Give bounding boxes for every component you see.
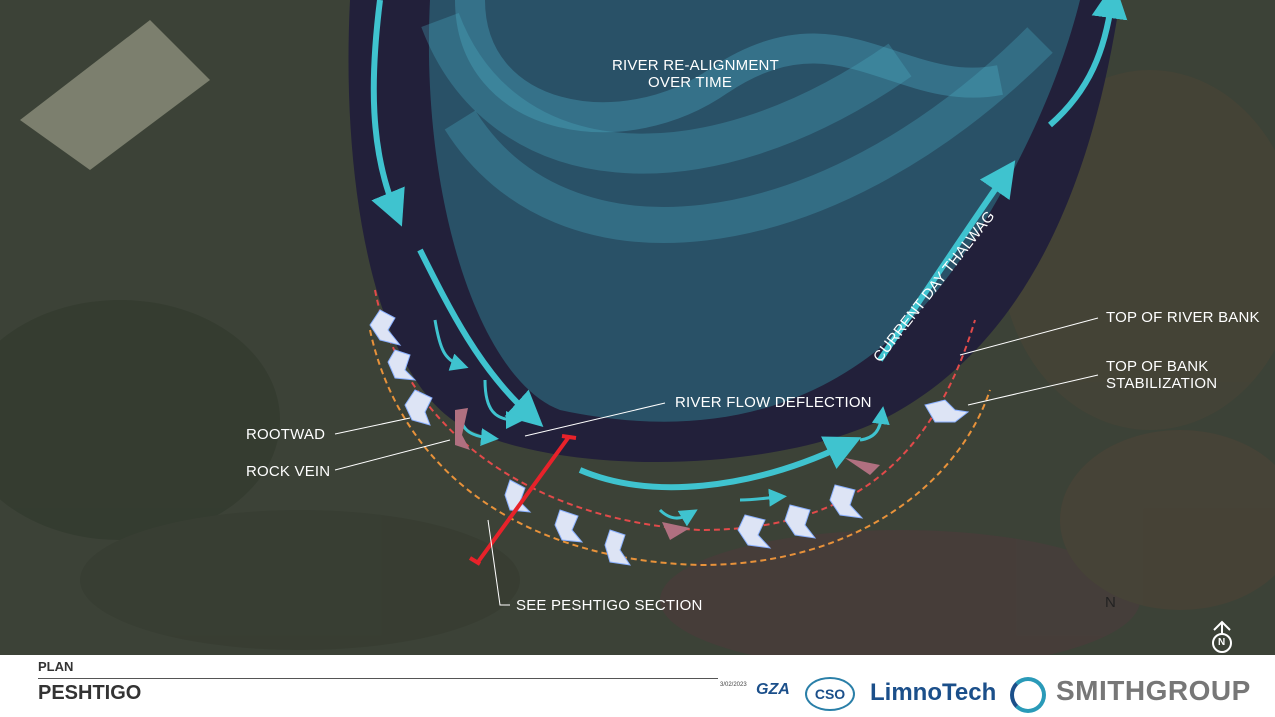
gza-logo: GZA <box>756 681 790 698</box>
top-of-bank-stabilization-line <box>369 329 991 567</box>
see-section-label: SEE PESHTIGO SECTION <box>516 597 703 614</box>
flow-deflection-label: RIVER FLOW DEFLECTION <box>675 394 872 411</box>
leader-lines <box>334 317 1099 606</box>
rootwads <box>369 309 970 566</box>
north-arrow-letter: N <box>1218 637 1226 648</box>
facility-pad <box>20 20 210 170</box>
cso-logo: CSO <box>805 677 855 711</box>
flow-arrow <box>417 248 544 428</box>
sheet-title: PESHTIGO <box>38 682 142 704</box>
date: 3/02/2023 <box>720 682 747 688</box>
flow-arrow <box>578 436 862 491</box>
section-cut-line <box>468 434 577 566</box>
flow-arrow <box>370 0 405 227</box>
north-arrow-icon <box>1212 620 1232 653</box>
limnotech-logo: LimnoTech <box>870 679 997 706</box>
footer: PLAN PESHTIGO 3/02/2023 GZA CSO LimnoTec… <box>0 655 1275 717</box>
limnotech-swirl-icon <box>1010 677 1046 713</box>
map-north-mark: N <box>1105 594 1117 611</box>
smithgroup-logo: SMITHGROUP <box>1056 675 1251 706</box>
top-of-river-bank-label: TOP OF RIVER BANK <box>1106 309 1260 326</box>
rock-veins <box>455 408 880 540</box>
thalweg-arrow <box>877 160 1016 362</box>
rootwad-label: ROOTWAD <box>246 426 326 443</box>
plan-map <box>0 0 1275 655</box>
rock-vein-label: ROCK VEIN <box>246 463 331 480</box>
divider <box>38 678 718 679</box>
flow-arrow <box>1048 0 1128 128</box>
sheet-subtitle: PLAN <box>38 659 74 674</box>
realignment-band <box>428 0 1080 422</box>
flow-arrows <box>370 0 1128 491</box>
